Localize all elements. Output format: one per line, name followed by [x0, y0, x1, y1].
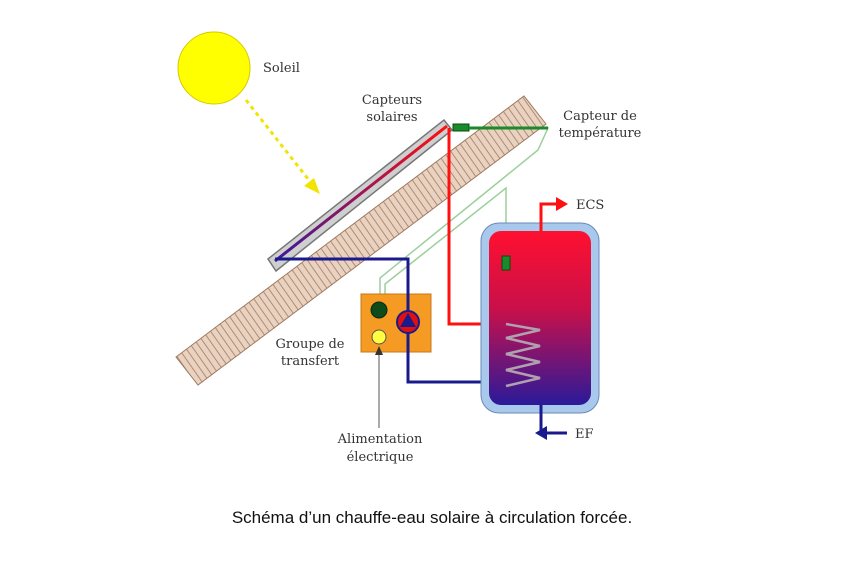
collector-absorber-pipe: [274, 124, 448, 263]
temperature-sensor-label-line2: température: [559, 126, 642, 141]
collectors-label-line1: Capteurs: [362, 93, 422, 108]
heat-exchanger-coil: [505, 322, 541, 388]
sun-ray: [244, 99, 314, 185]
power-supply-arrowhead: [375, 346, 383, 355]
ef-arrowhead: [535, 426, 547, 440]
transfer-group-label-line2: transfert: [281, 354, 340, 369]
ecs-outlet-pipe: [539, 202, 558, 231]
sun-label: Soleil: [263, 61, 300, 76]
roof: [175, 95, 547, 386]
figure-caption: Schéma d’un chauffe-eau solaire à circul…: [231, 508, 633, 527]
ecs-arrowhead: [556, 197, 568, 211]
solar-water-heater-diagram: Soleil Capteurs solaires Capteur de temp…: [175, 31, 642, 465]
tank-temperature-sensor: [501, 255, 511, 271]
ef-label: EF: [575, 427, 594, 442]
power-supply-label-line2: électrique: [347, 450, 414, 465]
power-supply-label-line1: Alimentation: [337, 432, 423, 447]
controller-icon: [370, 301, 388, 319]
power-indicator-icon: [371, 329, 387, 345]
ecs-label: ECS: [576, 198, 604, 213]
collectors-label-line2: solaires: [366, 110, 417, 125]
transfer-group-box: [360, 293, 432, 353]
pump-direction-icon: [400, 313, 416, 327]
storage-tank-water: [489, 231, 591, 405]
temperature-sensor: [452, 123, 470, 132]
transfer-group-label-line1: Groupe de: [276, 337, 345, 352]
sun-ray-arrowhead: [304, 178, 320, 194]
temperature-sensor-label-line1: Capteur de: [563, 109, 637, 124]
sun-icon: [177, 31, 251, 105]
